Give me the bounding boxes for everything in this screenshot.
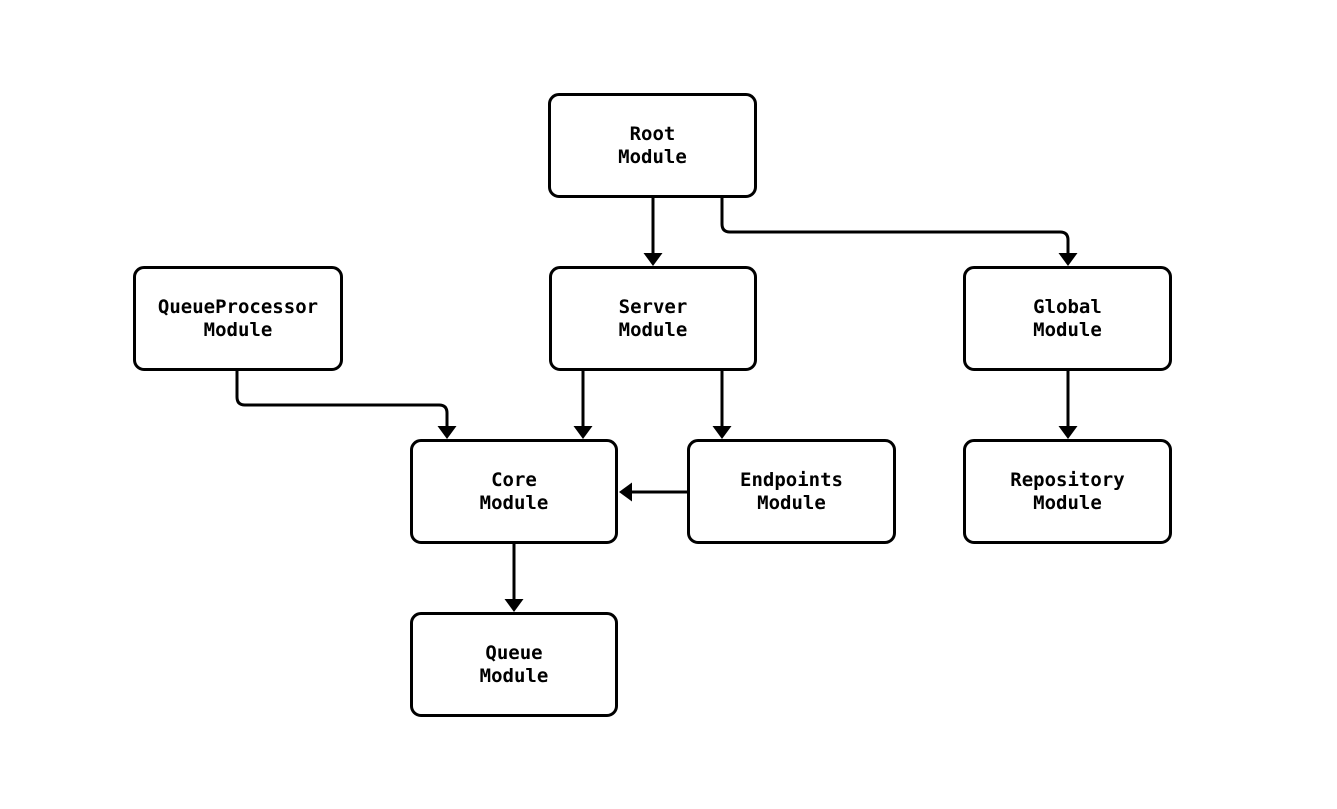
node-label-line: Queue [485, 641, 543, 664]
arrowhead-server-to-endpoints [712, 426, 732, 439]
node-label-line: Endpoints [740, 468, 843, 491]
arrowhead-queueprocessor-to-core [437, 426, 457, 439]
edge-queueprocessor-to-core [235, 371, 449, 426]
node-label-line: Module [757, 491, 826, 514]
arrowhead-global-to-repository [1058, 426, 1078, 439]
node-label-line: Module [618, 318, 688, 341]
arrowhead-core-to-queue [504, 599, 524, 612]
node-label-line: Module [618, 145, 687, 168]
node-label-line: Global [1033, 295, 1102, 318]
arrowhead-server-to-core [573, 426, 593, 439]
node-label-line: Core [491, 468, 537, 491]
edge-root-to-global [720, 198, 1070, 253]
arrowhead-root-to-server [643, 253, 663, 266]
node-label-line: QueueProcessor [157, 295, 319, 318]
node-label-line: Repository [1010, 468, 1125, 491]
node-label-line: Module [1033, 491, 1102, 514]
node-label-line: Module [203, 318, 273, 341]
node-label-line: Server [618, 295, 688, 318]
node-label-line: Module [1033, 318, 1102, 341]
arrowhead-root-to-global [1058, 253, 1078, 266]
arrowhead-endpoints-to-core [619, 482, 632, 502]
node-label-line: Root [629, 122, 676, 145]
node-label-line: Module [479, 664, 549, 687]
node-label-line: Module [479, 491, 549, 514]
